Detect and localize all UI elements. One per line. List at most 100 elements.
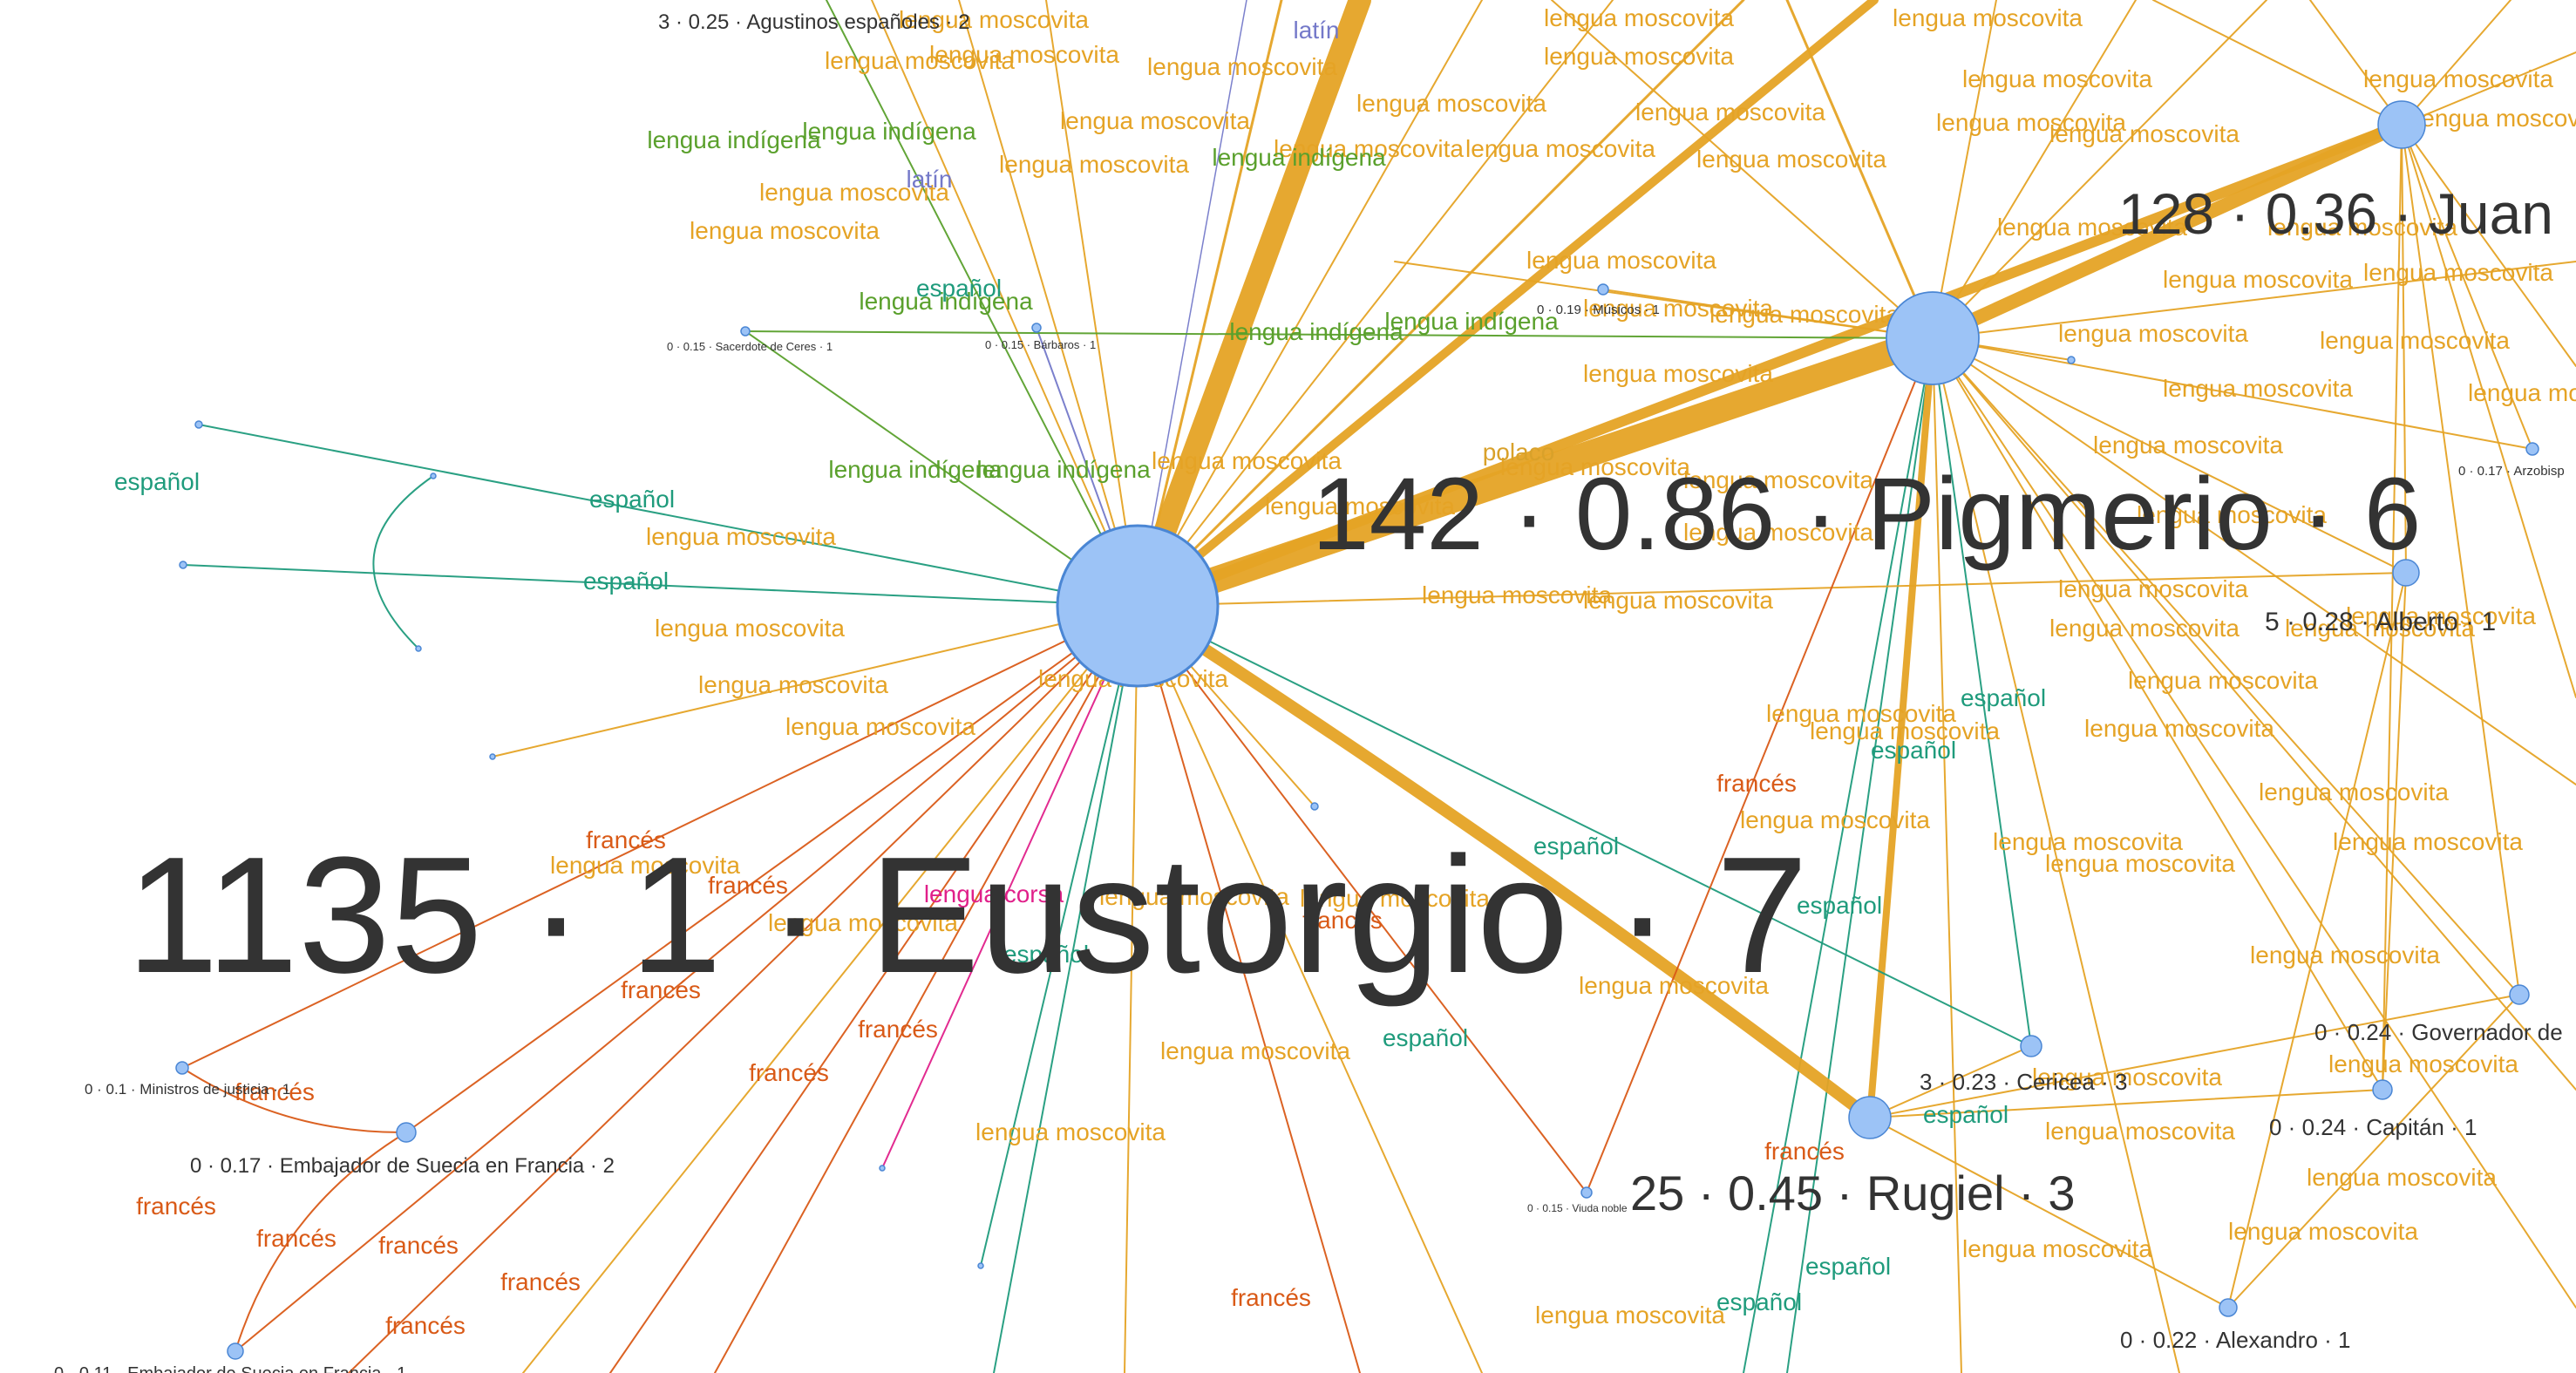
node-n_mos1[interactable] [489,753,496,760]
edge-juan-fan[interactable] [2401,124,2576,367]
edge-juan-fan[interactable] [2152,0,2403,126]
node-n_esp2[interactable] [179,561,187,569]
edge-eustorgio-fan[interactable] [993,605,1138,1373]
edge-juan-capitan[interactable] [2382,124,2403,1091]
edge-eustorgio-embajador2[interactable] [234,605,1138,1352]
edge-eustorgio-n_cor1[interactable] [881,605,1138,1169]
edge-rugiel-capitan[interactable] [1869,1089,2383,1118]
node-n_esp5[interactable] [977,1262,984,1269]
node-n_esp3[interactable] [430,472,437,479]
edge-eustorgio-n_fr1[interactable] [348,605,1138,1373]
edge-eustorgio-fan[interactable] [1045,0,1138,607]
node-juan[interactable] [2377,100,2426,149]
node-n_esp1[interactable] [194,420,203,429]
edge-pigmerio-fan[interactable] [1932,337,1962,1373]
edge-eustorgio-n_esp2[interactable] [182,564,1138,607]
edge-eustorgio-n_esp5[interactable] [980,605,1138,1267]
edge-eustorgio-embajador[interactable] [405,605,1138,1133]
edge-juan-arzobispo[interactable] [2401,124,2533,450]
node-pigmerio[interactable] [1886,291,1980,385]
node-viuda[interactable] [1580,1186,1593,1199]
node-embajador[interactable] [396,1122,417,1143]
node-eustorgio[interactable] [1056,524,1220,688]
edge-pigmerio-arzobispo[interactable] [1932,337,2533,450]
node-alexandro[interactable] [2219,1298,2238,1317]
edge-pigmerio-fan[interactable] [1932,0,1997,339]
edge-pigmerio-alberto[interactable] [1932,337,2407,574]
edge-pigmerio-viuda[interactable] [1586,337,1934,1193]
edge-eustorgio-fan[interactable] [522,605,1138,1373]
edge-eustorgio-fan[interactable] [958,0,1138,607]
edge-rugiel-cericea[interactable] [1869,1045,2032,1118]
node-n_right1[interactable] [2067,356,2076,364]
edge-pigmerio-fan[interactable] [1932,261,2576,339]
edge-eustorgio-agustinos[interactable] [826,0,1138,607]
node-governador[interactable] [2509,984,2530,1005]
node-barbaros[interactable] [1031,323,1042,333]
edge-eustorgio-fan[interactable] [609,605,1138,1373]
edge-juan-governador[interactable] [2401,124,2520,996]
edge-governador-alexandro[interactable] [2227,994,2520,1308]
node-rugiel[interactable] [1848,1096,1892,1139]
edge-rugiel-alexandro[interactable] [1869,1117,2229,1308]
edge-eustorgio-fan[interactable] [1137,0,1247,607]
edge-pigmerio-fan[interactable] [1551,0,1934,339]
node-n_esp4[interactable] [415,645,422,652]
edge-eustorgio-fan[interactable] [1133,0,1879,610]
edge-eustorgio-fan[interactable] [714,605,1138,1373]
edge-eustorgio-n_esp1[interactable] [198,424,1138,607]
edge-eustorgio-juan[interactable] [1132,119,2407,611]
edge-pigmerio-fan[interactable] [1932,0,2137,339]
edge-pigmerio-capitan[interactable] [1932,337,2383,1091]
edge-eustorgio-n_mid1[interactable] [1124,605,1138,1373]
edge-rugiel-governador[interactable] [1869,994,2520,1118]
edge-eustorgio-pigmerio[interactable] [1125,325,1946,619]
node-n_mos2[interactable] [1310,802,1319,811]
node-embajador2[interactable] [227,1342,244,1360]
edge-eustorgio-n_mos1[interactable] [492,605,1138,758]
edge-pigmerio-juan[interactable] [1926,118,2409,345]
edge-pigmerio-fan[interactable] [1932,337,2576,1091]
node-layer[interactable] [175,100,2539,1360]
node-capitan[interactable] [2372,1079,2393,1100]
edge-juan-fan[interactable] [2401,124,2576,698]
node-arzobispo[interactable] [2525,442,2539,456]
edge-embajador-ministros[interactable] [181,1067,407,1134]
edge-pigmerio-fan[interactable] [1932,337,2576,1308]
edge-eustorgio-fan[interactable] [1136,0,1283,608]
edge-eustorgio-cericea[interactable] [1137,605,2032,1047]
edge-pigmerio-fan[interactable] [1743,337,1934,1373]
edge-eustorgio-fan[interactable] [1126,0,1371,617]
edge-eustorgio-alberto[interactable] [1137,572,2407,607]
edge-pigmerio-fan[interactable] [1932,337,2576,785]
edge-n_esp3-n_esp4[interactable] [372,475,434,649]
edge-eustorgio-ministros[interactable] [181,605,1138,1069]
edge-pigmerio-fan[interactable] [1786,337,1934,1373]
node-alberto[interactable] [2392,559,2420,587]
edge-juan-fan[interactable] [2401,0,2511,126]
edge-alberto-capitan[interactable] [2382,572,2407,1091]
edge-alberto-alexandro[interactable] [2227,572,2407,1308]
edge-eustorgio-fan[interactable] [1137,605,1361,1373]
node-ministros[interactable] [175,1061,189,1075]
edge-pigmerio-rugiel[interactable] [1866,335,1936,1121]
edge-eustorgio-viuda[interactable] [1137,605,1587,1193]
edge-pigmerio-musicos[interactable] [1602,289,1934,339]
edge-pigmerio-governador[interactable] [1932,337,2520,996]
edge-eustorgio-fan[interactable] [871,0,1138,607]
node-n_cor1[interactable] [879,1165,886,1172]
edge-eustorgio-fan[interactable] [1137,0,1483,607]
edge-pigmerio-sacerdote[interactable] [744,330,1934,339]
node-sacerdote[interactable] [740,326,751,336]
edge-embajador-embajador2[interactable] [234,1132,407,1352]
edge-juan-fan[interactable] [2401,51,2576,126]
edge-juan-alberto[interactable] [2401,124,2407,574]
edge-eustorgio-fan[interactable] [1137,605,1483,1373]
edge-pigmerio-fan[interactable] [1932,337,2180,1373]
edge-pigmerio-cericea[interactable] [1932,337,2032,1047]
edge-eustorgio-fan[interactable] [1136,0,1745,608]
edge-pigmerio-fan[interactable] [1785,0,1934,340]
node-cericea[interactable] [2020,1035,2042,1057]
edge-eustorgio-fan[interactable] [1137,0,1614,607]
